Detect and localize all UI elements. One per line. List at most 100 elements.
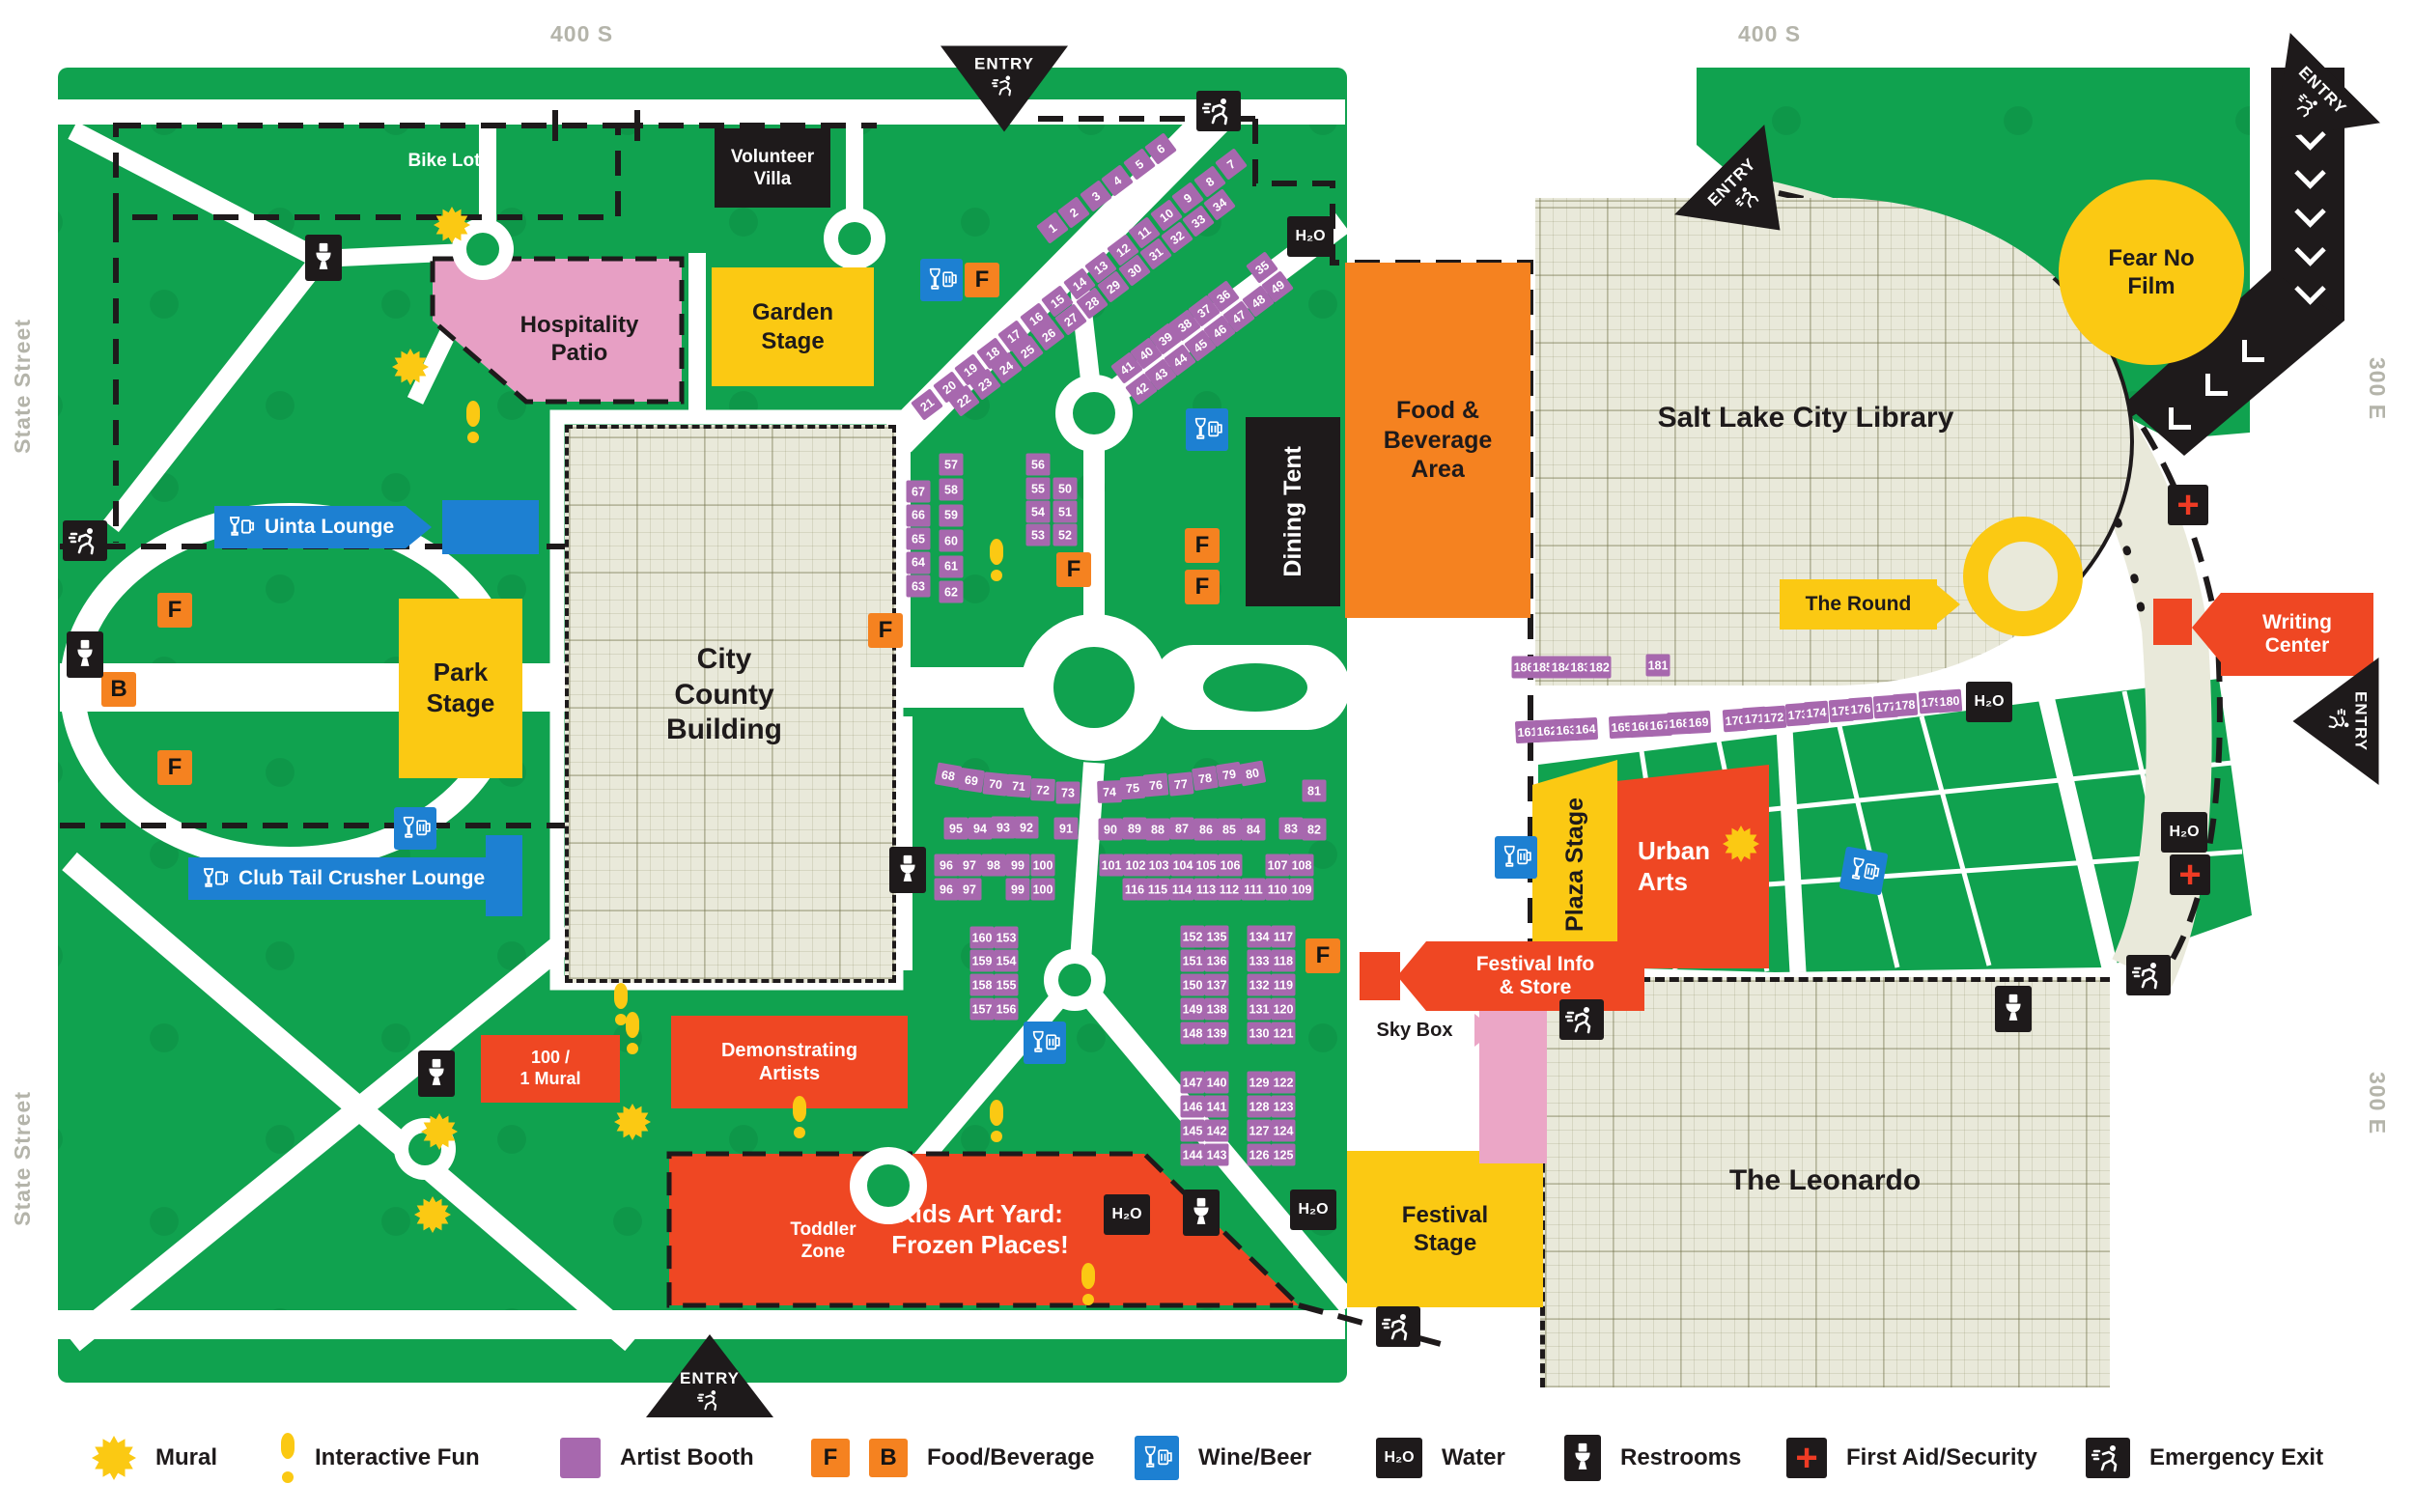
artist-booth-123[interactable]: 123 xyxy=(1271,1095,1296,1118)
artist-booth-90[interactable]: 90 xyxy=(1098,818,1123,841)
festival-info-store[interactable]: Festival Info & Store xyxy=(1397,941,1644,1011)
fear-no-film[interactable]: Fear No Film xyxy=(2059,180,2244,365)
artist-booth-181[interactable]: 181 xyxy=(1645,654,1670,677)
artist-booth-110[interactable]: 110 xyxy=(1265,878,1290,901)
garden-stage[interactable]: Garden Stage xyxy=(712,267,874,386)
artist-booth-108[interactable]: 108 xyxy=(1289,854,1314,877)
food-beverage-area[interactable]: Food & Beverage Area xyxy=(1345,263,1530,618)
artist-booth-111[interactable]: 111 xyxy=(1241,878,1266,901)
artist-booth-99[interactable]: 99 xyxy=(1005,878,1030,901)
artist-booth-120[interactable]: 120 xyxy=(1271,997,1296,1021)
artist-booth-127[interactable]: 127 xyxy=(1247,1119,1272,1142)
plaza-stage[interactable]: Plaza Stage xyxy=(1532,760,1617,968)
artist-booth-82[interactable]: 82 xyxy=(1302,818,1327,841)
artist-booth-52[interactable]: 52 xyxy=(1053,523,1078,546)
artist-booth-100[interactable]: 100 xyxy=(1030,878,1055,901)
artist-booth-132[interactable]: 132 xyxy=(1247,973,1272,996)
artist-booth-131[interactable]: 131 xyxy=(1247,997,1272,1021)
artist-booth-117[interactable]: 117 xyxy=(1271,925,1296,948)
artist-booth-157[interactable]: 157 xyxy=(969,997,995,1021)
artist-booth-122[interactable]: 122 xyxy=(1271,1071,1296,1094)
artist-booth-97[interactable]: 97 xyxy=(957,854,982,877)
artist-booth-139[interactable]: 139 xyxy=(1204,1022,1229,1045)
artist-booth-109[interactable]: 109 xyxy=(1289,878,1314,901)
artist-booth-142[interactable]: 142 xyxy=(1204,1119,1229,1142)
artist-booth-58[interactable]: 58 xyxy=(939,478,964,501)
artist-booth-140[interactable]: 140 xyxy=(1204,1071,1229,1094)
artist-booth-143[interactable]: 143 xyxy=(1204,1143,1229,1166)
artist-booth-89[interactable]: 89 xyxy=(1122,817,1147,840)
artist-booth-92[interactable]: 92 xyxy=(1014,816,1039,839)
artist-booth-107[interactable]: 107 xyxy=(1265,854,1290,877)
artist-booth-81[interactable]: 81 xyxy=(1302,779,1327,802)
artist-booth-83[interactable]: 83 xyxy=(1278,817,1304,840)
artist-booth-118[interactable]: 118 xyxy=(1271,949,1296,972)
artist-booth-105[interactable]: 105 xyxy=(1193,854,1219,877)
artist-booth-63[interactable]: 63 xyxy=(906,574,931,598)
artist-booth-125[interactable]: 125 xyxy=(1271,1143,1296,1166)
artist-booth-66[interactable]: 66 xyxy=(906,504,931,527)
festival-stage[interactable]: Festival Stage xyxy=(1347,1151,1543,1307)
artist-booth-184[interactable]: 184 xyxy=(1549,656,1574,679)
artist-booth-133[interactable]: 133 xyxy=(1247,949,1272,972)
artist-booth-156[interactable]: 156 xyxy=(994,997,1019,1021)
artist-booth-144[interactable]: 144 xyxy=(1180,1143,1205,1166)
artist-booth-101[interactable]: 101 xyxy=(1099,854,1124,877)
artist-booth-183[interactable]: 183 xyxy=(1568,656,1593,679)
artist-booth-95[interactable]: 95 xyxy=(943,817,968,840)
artist-booth-84[interactable]: 84 xyxy=(1241,818,1266,841)
artist-booth-136[interactable]: 136 xyxy=(1204,949,1229,972)
park-stage[interactable]: Park Stage xyxy=(399,599,522,778)
artist-booth-160[interactable]: 160 xyxy=(969,926,995,949)
artist-booth-55[interactable]: 55 xyxy=(1025,477,1051,500)
artist-booth-151[interactable]: 151 xyxy=(1180,949,1205,972)
club-tail-crusher-lounge[interactable]: Club Tail Crusher Lounge xyxy=(188,857,523,900)
artist-booth-153[interactable]: 153 xyxy=(994,926,1019,949)
artist-booth-99[interactable]: 99 xyxy=(1005,854,1030,877)
artist-booth-137[interactable]: 137 xyxy=(1204,973,1229,996)
artist-booth-121[interactable]: 121 xyxy=(1271,1022,1296,1045)
artist-booth-103[interactable]: 103 xyxy=(1146,854,1171,877)
artist-booth-149[interactable]: 149 xyxy=(1180,997,1205,1021)
artist-booth-182[interactable]: 182 xyxy=(1586,656,1612,679)
artist-booth-62[interactable]: 62 xyxy=(939,580,964,603)
artist-booth-59[interactable]: 59 xyxy=(939,504,964,527)
artist-booth-146[interactable]: 146 xyxy=(1180,1095,1205,1118)
artist-booth-50[interactable]: 50 xyxy=(1053,477,1078,500)
artist-booth-126[interactable]: 126 xyxy=(1247,1143,1272,1166)
artist-booth-96[interactable]: 96 xyxy=(934,878,959,901)
artist-booth-129[interactable]: 129 xyxy=(1247,1071,1272,1094)
artist-booth-51[interactable]: 51 xyxy=(1053,500,1078,523)
artist-booth-53[interactable]: 53 xyxy=(1025,523,1051,546)
artist-booth-87[interactable]: 87 xyxy=(1169,817,1194,840)
artist-booth-150[interactable]: 150 xyxy=(1180,973,1205,996)
artist-booth-88[interactable]: 88 xyxy=(1145,818,1170,841)
artist-booth-97[interactable]: 97 xyxy=(957,878,982,901)
artist-booth-57[interactable]: 57 xyxy=(939,453,964,476)
artist-booth-128[interactable]: 128 xyxy=(1247,1095,1272,1118)
artist-booth-145[interactable]: 145 xyxy=(1180,1119,1205,1142)
artist-booth-124[interactable]: 124 xyxy=(1271,1119,1296,1142)
the-round-label[interactable]: The Round xyxy=(1780,579,1960,630)
artist-booth-134[interactable]: 134 xyxy=(1247,925,1272,948)
artist-booth-158[interactable]: 158 xyxy=(969,973,995,996)
artist-booth-186[interactable]: 186 xyxy=(1511,656,1536,679)
artist-booth-152[interactable]: 152 xyxy=(1180,925,1205,948)
artist-booth-130[interactable]: 130 xyxy=(1247,1022,1272,1045)
artist-booth-60[interactable]: 60 xyxy=(939,529,964,552)
artist-booth-67[interactable]: 67 xyxy=(906,480,931,503)
artist-booth-94[interactable]: 94 xyxy=(968,817,993,840)
artist-booth-73[interactable]: 73 xyxy=(1055,781,1081,804)
artist-booth-115[interactable]: 115 xyxy=(1145,878,1170,901)
artist-booth-96[interactable]: 96 xyxy=(934,854,959,877)
artist-booth-98[interactable]: 98 xyxy=(981,854,1006,877)
artist-booth-154[interactable]: 154 xyxy=(994,949,1019,972)
artist-booth-141[interactable]: 141 xyxy=(1204,1095,1229,1118)
artist-booth-100[interactable]: 100 xyxy=(1030,854,1055,877)
artist-booth-155[interactable]: 155 xyxy=(994,973,1019,996)
artist-booth-65[interactable]: 65 xyxy=(906,527,931,550)
artist-booth-104[interactable]: 104 xyxy=(1170,854,1195,877)
artist-booth-147[interactable]: 147 xyxy=(1180,1071,1205,1094)
artist-booth-61[interactable]: 61 xyxy=(939,555,964,578)
artist-booth-185[interactable]: 185 xyxy=(1530,656,1556,679)
